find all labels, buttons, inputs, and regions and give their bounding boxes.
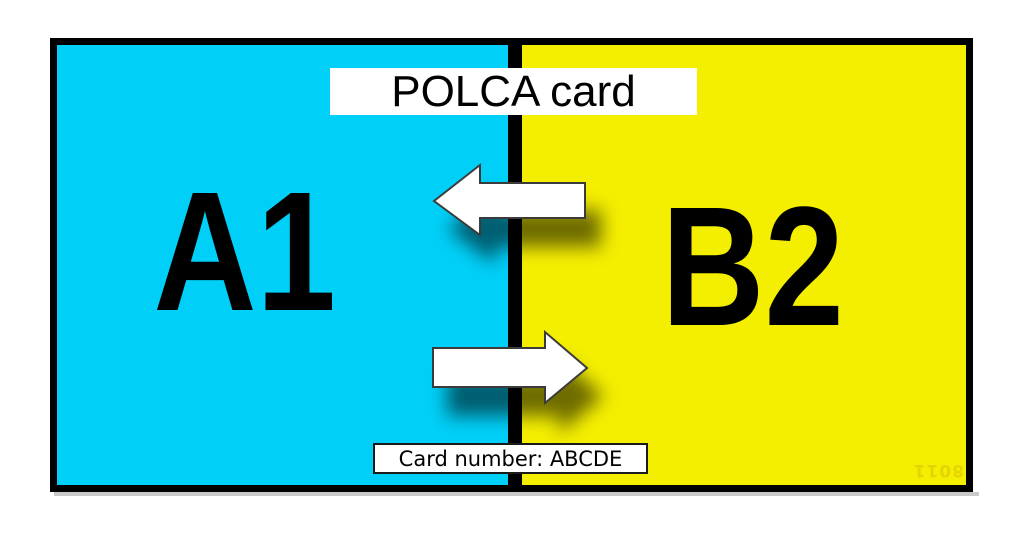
arrow-right-icon [432, 329, 589, 406]
card-number-label: Card number: ABCDE [398, 446, 623, 471]
arrow-left-icon [432, 162, 586, 237]
card-number-box: Card number: ABCDE [373, 443, 648, 474]
watermark-text: 8011 [912, 460, 964, 480]
card-title-box: POLCA card [330, 66, 697, 116]
cell-label-a1: A1 [140, 164, 350, 340]
cell-label-a1-text: A1 [153, 157, 337, 347]
cell-label-b2: B2 [648, 179, 858, 355]
card-drop-shadow-line [54, 492, 979, 496]
cell-label-b2-text: B2 [661, 172, 845, 362]
right-panel-b2 [522, 45, 966, 485]
card-title: POLCA card [391, 66, 636, 116]
left-panel-a1 [57, 45, 508, 485]
